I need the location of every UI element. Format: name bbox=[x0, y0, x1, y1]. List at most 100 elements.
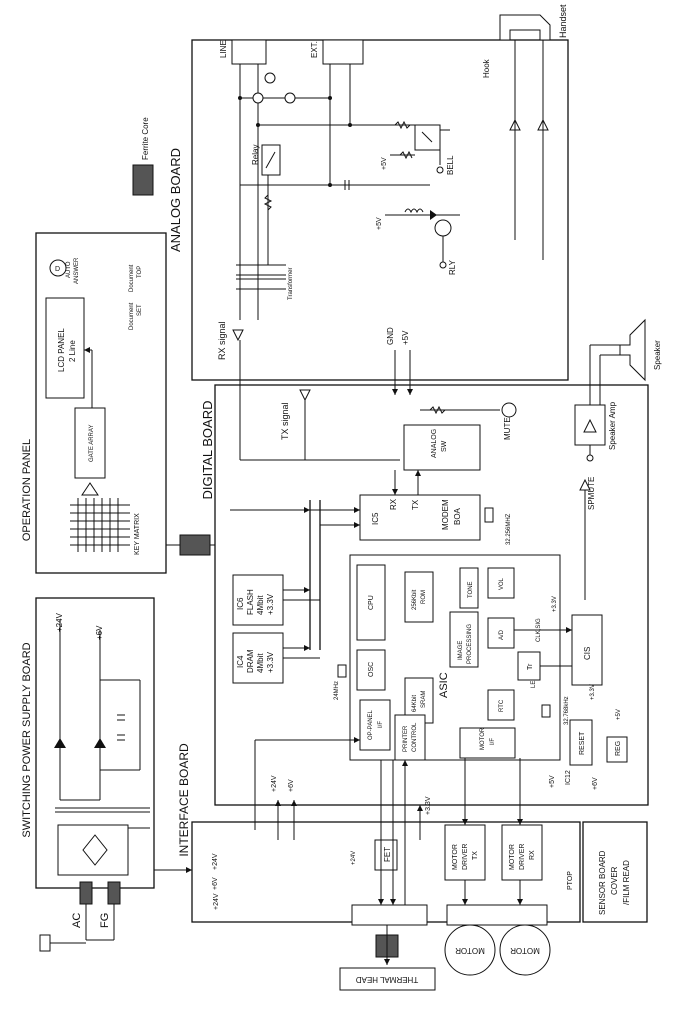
line-jack bbox=[231, 39, 267, 65]
dram-volt-label: +3.3V bbox=[266, 651, 275, 673]
key-matrix bbox=[70, 498, 130, 552]
cis-volt-label: +3.3V bbox=[552, 596, 558, 612]
tx-signal-label: TX signal bbox=[280, 402, 290, 440]
digital-board-label: DIGITAL BOARD bbox=[200, 401, 215, 500]
ic5-label: IC5 bbox=[371, 512, 380, 525]
speaker-amp-label: Speaker Amp bbox=[608, 401, 617, 450]
analog-sw bbox=[403, 424, 481, 471]
processing-label: PROCESSING bbox=[467, 624, 473, 664]
iface-24v-label: +24V bbox=[213, 893, 220, 910]
op-panel-if bbox=[359, 699, 391, 751]
dram-size-label: 4Mbit bbox=[256, 653, 265, 673]
speaker-icon bbox=[619, 318, 646, 382]
doc-set-label-2: SET bbox=[137, 304, 143, 316]
rtc-crystal-label: 32.768kHz bbox=[564, 696, 570, 725]
boa-label: BOA bbox=[453, 507, 462, 525]
v6-digital-label: +6V bbox=[288, 779, 295, 792]
analog-sw-label-2: SW bbox=[441, 440, 448, 452]
motor-tx bbox=[444, 924, 496, 976]
relay-label: Relay bbox=[251, 145, 260, 165]
mute-label: MUTE bbox=[503, 417, 512, 440]
v5-rly-label: +5V bbox=[376, 217, 383, 230]
drv-tx-label-2: DRIVER bbox=[462, 844, 469, 870]
digital-board bbox=[214, 384, 649, 806]
rx-label: RX bbox=[389, 498, 398, 510]
printer-label: PRINTER bbox=[403, 725, 409, 752]
rx-signal-label: RX signal bbox=[217, 321, 227, 360]
operation-panel-label: OPERATION PANEL bbox=[21, 439, 33, 541]
fet-label: FET bbox=[383, 847, 392, 862]
speaker-label: Speaker bbox=[653, 340, 662, 370]
transformer bbox=[236, 264, 286, 290]
v5-analog-label: +5V bbox=[401, 330, 410, 345]
ferrite-label: Ferrite Core bbox=[141, 117, 150, 160]
flash-volt-label: +3.3V bbox=[266, 593, 275, 615]
ptop-label: PTOP bbox=[567, 871, 574, 890]
doc-set-label: Document bbox=[129, 302, 135, 330]
gate-array bbox=[74, 407, 106, 479]
motor-if-label: MOTOR bbox=[480, 727, 486, 750]
ad-block bbox=[487, 617, 515, 649]
tone-label: TONE bbox=[468, 581, 474, 598]
gate-array-label: GATE ARRAY bbox=[89, 425, 95, 462]
ac-plug-icon bbox=[39, 934, 86, 952]
analog-board bbox=[191, 39, 569, 381]
reset-block bbox=[569, 719, 593, 766]
op-panel-if-label: I/F bbox=[378, 721, 384, 728]
motor-rx bbox=[499, 924, 551, 976]
osc-crystal-label: 24MHz bbox=[334, 681, 340, 700]
cpu-label: CPU bbox=[368, 595, 375, 610]
ferrite-connector bbox=[179, 534, 211, 556]
flash-size-label: 4Mbit bbox=[256, 595, 265, 615]
gnd-label: GND bbox=[386, 327, 395, 345]
analog-sw-label: ANALOG bbox=[431, 429, 438, 458]
osc-label: OSC bbox=[368, 662, 375, 677]
image-label: IMAGE bbox=[458, 641, 464, 660]
modem-crystal bbox=[484, 507, 494, 523]
rom-size-label: 256Kbit bbox=[412, 589, 418, 610]
reg-block bbox=[606, 736, 628, 763]
spmute-label: SPMUTE bbox=[587, 477, 596, 510]
rom-label: ROM bbox=[421, 590, 427, 604]
ic4-dram bbox=[232, 632, 284, 684]
ic4-label: IC4 bbox=[236, 655, 245, 668]
lcd-panel bbox=[45, 297, 85, 399]
bell-label: BELL bbox=[446, 155, 455, 175]
motor-tx-label: MOTOR bbox=[455, 946, 485, 955]
ferrite-core bbox=[132, 164, 154, 196]
thermal-head-connector bbox=[351, 904, 428, 926]
rly-label: RLY bbox=[448, 259, 457, 275]
flash-label: FLASH bbox=[246, 589, 255, 615]
reg-volt-label: +5V bbox=[616, 709, 622, 720]
rtc-block bbox=[487, 689, 515, 721]
hook-label: Hook bbox=[482, 58, 491, 78]
motor-rx-label: MOTOR bbox=[510, 946, 540, 955]
power-supply-label: SWITCHING POWER SUPPLY BOARD bbox=[21, 642, 33, 837]
line-wiring bbox=[238, 64, 430, 320]
handset-icon bbox=[499, 14, 551, 41]
rtc-label: RTC bbox=[499, 699, 505, 712]
ic6-label: IC6 bbox=[236, 597, 245, 610]
tx-label: TX bbox=[411, 499, 420, 510]
v33-digital-label: +3.3V bbox=[425, 796, 432, 815]
operation-panel bbox=[35, 232, 167, 574]
ext-jack bbox=[322, 39, 364, 65]
iface-6v-label: +6V bbox=[212, 877, 219, 890]
ext-label: EXT. bbox=[310, 41, 319, 58]
osc-crystal bbox=[337, 664, 347, 678]
key-matrix-label: KEY MATRIX bbox=[134, 513, 141, 555]
sensor-label-2: COVER bbox=[610, 866, 619, 895]
tr-label: Tr bbox=[527, 663, 534, 670]
reset-volt-label: +3.3V bbox=[590, 684, 596, 700]
printer-control bbox=[394, 714, 426, 761]
ac-filter bbox=[79, 881, 93, 905]
mute-transistor bbox=[501, 402, 517, 418]
rly-driver bbox=[385, 208, 460, 269]
sensor-label-1: SENSOR BOARD bbox=[598, 850, 607, 915]
doc-top-label-2: TOP bbox=[137, 266, 143, 278]
power-wiring bbox=[54, 620, 150, 876]
op-panel-label: OP-PANEL bbox=[368, 709, 374, 740]
ic12-label: IC12 bbox=[565, 770, 572, 785]
svg-text:D: D bbox=[55, 266, 60, 273]
